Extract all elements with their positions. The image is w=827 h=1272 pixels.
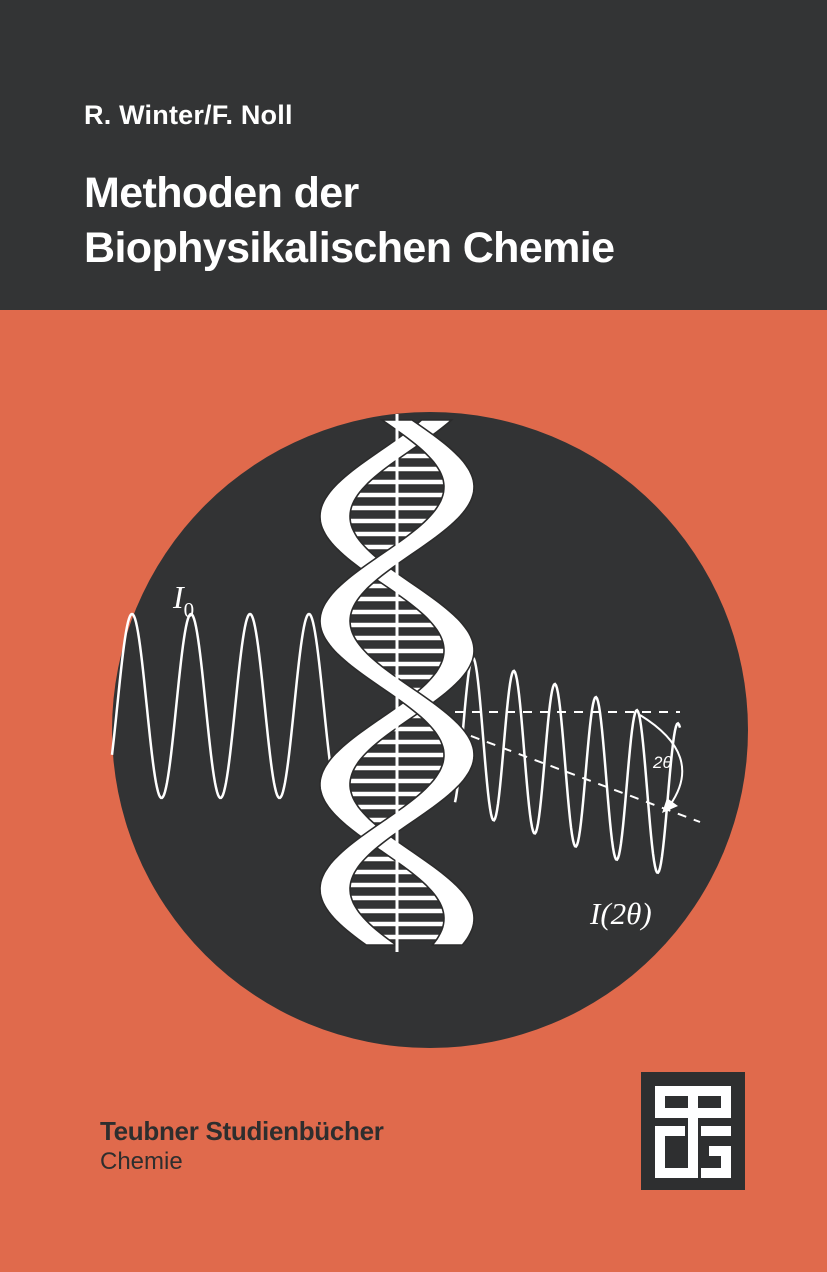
teubner-tg-icon: [655, 1086, 731, 1178]
scattered-wave-path: [453, 656, 682, 875]
series-name: Teubner Studienbücher: [100, 1116, 384, 1146]
label-scattered-intensity: I(2θ): [589, 896, 652, 931]
helix-strand-back: [319, 419, 475, 946]
angle-arrow-head: [662, 798, 678, 813]
angle-arrow: [639, 714, 684, 806]
incident-wave: [110, 612, 347, 800]
teubner-logo-icon: [641, 1072, 745, 1190]
series-subject: Chemie: [100, 1148, 183, 1175]
reference-lines: [454, 711, 701, 823]
scattered-wave: [453, 656, 682, 875]
label-angle: 2θ: [652, 753, 672, 772]
title-line-1: Methoden der: [84, 169, 359, 217]
incident-wave-path: [110, 612, 347, 800]
title-band: R. Winter/F. Noll Methoden der Biophysik…: [0, 0, 827, 310]
label-incident-intensity: I0: [172, 579, 194, 622]
book-title: Methoden der Biophysikalischen Chemie: [84, 166, 615, 276]
dna-double-helix: [319, 414, 475, 952]
series-block: Teubner Studienbücher Chemie: [100, 1116, 384, 1178]
title-line-2: Biophysikalischen Chemie: [84, 224, 615, 272]
author-names: R. Winter/F. Noll: [84, 100, 293, 130]
